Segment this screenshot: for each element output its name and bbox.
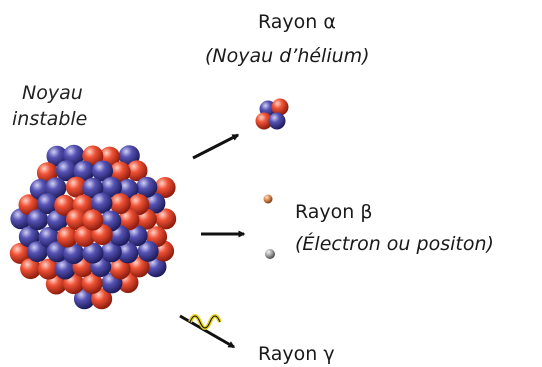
neutron-sphere [144,192,166,214]
neutron-sphere [92,160,113,182]
unstable-nucleus [9,144,177,310]
alpha-neutron-sphere [268,112,286,130]
neutron-sphere [101,176,122,198]
proton-sphere [126,160,148,182]
proton-sphere [74,225,96,247]
beta-ray-sublabel: (Électron ou positon) [295,233,494,255]
proton-sphere [118,209,140,231]
neutron-sphere [100,241,122,263]
alpha-proton-sphere [255,112,273,130]
proton-sphere [20,258,42,280]
neutron-sphere [27,209,49,231]
neutron-sphere [37,193,59,215]
proton-sphere [154,177,176,198]
proton-sphere [9,242,31,264]
neutron-sphere [56,160,77,182]
neutron-sphere [137,240,159,262]
alpha-ray-label: Rayon α [258,11,336,33]
gamma-ray-label: Rayon γ [258,343,335,365]
neutron-sphere [63,243,85,264]
proton-sphere [109,258,131,280]
neutron-sphere [73,160,95,182]
proton-sphere [82,145,104,167]
alpha-ray-sublabel: (Noyau d’hélium) [205,45,370,67]
alpha-proton-sphere [271,98,289,116]
neutron-sphere [54,258,76,280]
neutron-sphere [136,176,158,198]
beta-ray-label: Rayon β [295,201,373,223]
proton-sphere [155,208,177,230]
proton-sphere [56,226,78,248]
alpha-arrow [192,133,240,160]
gamma-wave-icon [188,314,222,330]
proton-sphere [109,161,131,183]
proton-sphere [128,194,150,215]
proton-sphere [109,193,131,215]
nucleus-label-line2: instable [12,108,88,130]
positron-particle [265,249,275,259]
proton-sphere [65,209,87,230]
neutron-sphere [46,241,68,263]
electron-particle [263,194,273,204]
proton-sphere [65,176,87,198]
nucleus-label-line1: Noyau [22,82,83,104]
neutron-sphere [126,225,148,247]
neutron-sphere [117,242,139,264]
proton-sphere [81,272,103,294]
proton-sphere [91,288,113,310]
neutron-sphere [91,192,113,214]
proton-sphere [54,194,76,216]
neutron-sphere [82,242,104,264]
proton-sphere [128,256,150,278]
proton-sphere [82,209,104,231]
neutron-sphere [27,241,48,263]
neutron-sphere [45,177,67,199]
alpha-particle [255,98,289,130]
gamma-ray [179,314,236,349]
proton-sphere [38,258,59,280]
